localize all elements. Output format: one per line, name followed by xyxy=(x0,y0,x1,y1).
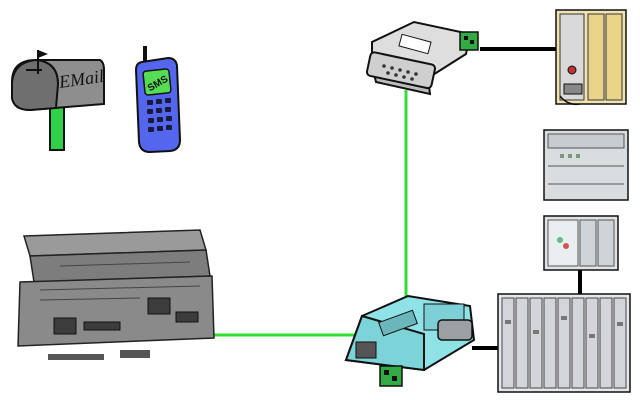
plc-s7-1200-icon xyxy=(543,129,629,201)
plc-s7-300-icon xyxy=(555,9,627,106)
links xyxy=(214,47,582,350)
profibus-mpi-adapter-icon xyxy=(365,20,479,96)
plc-s7-200-icon xyxy=(543,215,619,271)
ethernet-profibus-gateway-icon xyxy=(344,294,476,387)
mobile-phone-icon: SMS xyxy=(134,46,182,154)
ethernet-router-icon xyxy=(17,229,215,360)
plc-s7-400-rack-icon xyxy=(497,293,631,393)
mailbox-icon: EMail xyxy=(11,50,105,151)
